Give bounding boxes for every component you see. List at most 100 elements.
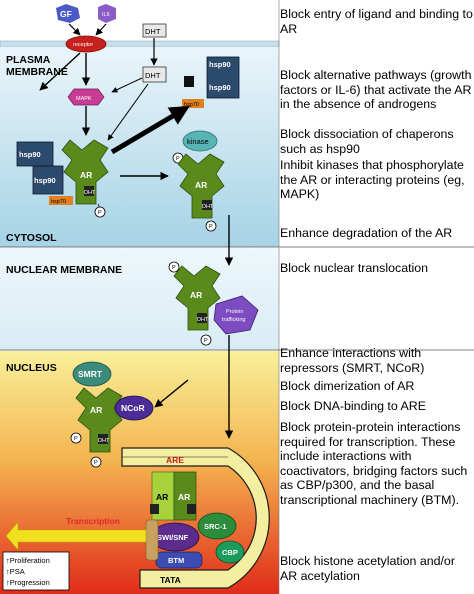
cbp-label: CBP	[222, 548, 238, 557]
ar-to-repressor-arrow	[154, 379, 189, 408]
phospho-p7-label: P	[94, 460, 98, 466]
il6-to-receptor-arrow	[95, 23, 107, 36]
outcome-progression: ↑Progression	[6, 578, 50, 587]
receptor-to-hsp-arrow	[39, 52, 81, 91]
phospho-p6: P	[70, 432, 82, 444]
hsp90-complex-label-b: hsp90	[34, 176, 56, 185]
ar-repressed-dht: DHT	[98, 438, 110, 444]
kinase-label: kinase	[187, 137, 209, 146]
ncor: NCoR	[114, 395, 154, 421]
phospho-p5-label: P	[204, 338, 208, 344]
cytosol-label: CYTOSOL	[6, 232, 57, 244]
ar-nuclear-membrane: AR DHT	[173, 265, 221, 331]
dna-ring	[121, 447, 270, 589]
ar-nucmem-dht: DHT	[197, 317, 209, 323]
ar-activated-label: AR	[195, 180, 207, 190]
phospho-p1: P	[94, 206, 106, 218]
il6-label: IL6	[102, 12, 110, 18]
ar-cyto-dht: DHT	[84, 190, 96, 196]
gf-ligand: GF	[56, 4, 80, 23]
phospho-p3: P	[205, 220, 217, 232]
mapk-label: MAPK	[76, 96, 92, 102]
dht-black-square	[184, 76, 194, 87]
phospho-p3-label: P	[209, 224, 213, 230]
mapk: MAPK	[67, 88, 105, 106]
dht-to-mapk-arrow	[111, 77, 143, 93]
dht-cytosolic: DHT	[142, 66, 167, 83]
transcription-arrow	[5, 521, 147, 551]
strategy-block-ligand-entry: Block entry of ligand and binding to AR	[280, 7, 473, 36]
outcomes-box	[2, 551, 70, 591]
outcome-psa: ↑PSA	[6, 567, 25, 576]
il6-ligand: IL6	[98, 4, 116, 23]
strategy-block-acetylation: Block histone acetylation and/or AR acet…	[280, 554, 455, 583]
strategy-block-nuclear-translocation: Block nuclear translocation	[280, 261, 429, 275]
nucleus-label: NUCLEUS	[6, 362, 57, 374]
dht-label-cyto: DHT	[145, 71, 161, 80]
plasma-label-line1: PLASMA	[6, 54, 51, 66]
strategy-enhance-repressors: Enhance interactions with repressors (SM…	[280, 346, 425, 375]
tata-label: TATA	[160, 575, 181, 585]
swi-snf: SWI/SNF	[150, 522, 200, 552]
btm: BTM	[155, 551, 203, 569]
tan-factor	[145, 519, 159, 561]
strategy-enhance-degradation: Enhance degradation of the AR	[280, 226, 453, 240]
ar-dimer-left-label: AR	[156, 492, 168, 502]
strategy-inhibit-kinases: Inhibit kinases that phosphorylate the A…	[280, 158, 465, 202]
phospho-p4-label: P	[172, 265, 176, 271]
gf-label: GF	[60, 9, 72, 19]
plasma-label-line2: MEMBRANE	[6, 66, 68, 78]
ar-dimer: AR AR	[150, 471, 197, 521]
hsp90-free-label-b: hsp90	[209, 83, 231, 92]
hsp90-complex-label-a: hsp90	[19, 150, 41, 159]
src1-label: SRC-1	[204, 522, 227, 531]
protein-trafficking-line2: trafficking	[222, 317, 245, 323]
ar-repressed: AR DHT	[75, 387, 123, 453]
protein-trafficking: Protein trafficking	[213, 295, 259, 335]
hsp70-free: hsp70	[182, 99, 204, 108]
strategy-block-dna-binding: Block DNA-binding to ARE	[280, 399, 427, 413]
ar-repressed-label: AR	[90, 405, 102, 415]
hsp90-free: hsp90 hsp90	[206, 56, 240, 99]
ar-activated: AR DHT	[177, 153, 225, 219]
phospho-p5: P	[200, 334, 212, 346]
smrt: SMRT	[72, 361, 112, 387]
hsp70-free-label: hsp70	[184, 102, 199, 108]
phospho-p4: P	[168, 261, 180, 273]
phospho-p1-label: P	[98, 210, 102, 216]
dht-to-ar-arrow	[107, 83, 149, 141]
nuclear-membrane-label: NUCLEAR MEMBRANE	[6, 264, 122, 276]
plasma-membrane-band	[0, 40, 280, 48]
ar-activated-dht: DHT	[202, 204, 214, 210]
phospho-p2-label: P	[176, 156, 180, 162]
hsp70-complex-label: hsp70	[51, 199, 66, 205]
swi-snf-label: SWI/SNF	[157, 533, 189, 542]
dht-extracellular: DHT	[142, 23, 167, 38]
protein-trafficking-line1: Protein	[226, 309, 243, 315]
kinase: kinase	[182, 130, 218, 152]
strategy-block-alternative-pathways: Block alternative pathways (growth facto…	[280, 68, 472, 112]
gf-to-receptor-arrow	[68, 23, 81, 36]
src1: SRC-1	[197, 512, 237, 540]
hsp90-free-label-a: hsp90	[209, 60, 231, 69]
ar-cyto-label: AR	[80, 170, 92, 180]
strategy-block-protein-interactions: Block protein-protein interactions requi…	[280, 420, 468, 507]
phospho-p6-label: P	[74, 436, 78, 442]
receptor-label: receptor	[73, 42, 93, 48]
smrt-label: SMRT	[78, 369, 103, 379]
btm-label: BTM	[168, 556, 184, 565]
ncor-label: NCoR	[121, 403, 145, 413]
ar-dimer-right-label: AR	[178, 492, 190, 502]
are-label: ARE	[166, 455, 184, 465]
dissociation-arrow	[110, 105, 190, 155]
ar-nucmem-label: AR	[190, 290, 202, 300]
transcription-label: Transcription	[66, 516, 120, 526]
phospho-p7: P	[90, 456, 102, 468]
strategy-block-dimerization: Block dimerization of AR	[280, 379, 415, 393]
strategy-block-chaperone-dissociation: Block dissociation of chaperons such as …	[280, 127, 454, 156]
outcome-proliferation: ↑Proliferation	[6, 556, 50, 565]
cbp: CBP	[215, 540, 245, 564]
dht-label-top: DHT	[145, 27, 161, 36]
receptor: receptor	[65, 35, 107, 53]
